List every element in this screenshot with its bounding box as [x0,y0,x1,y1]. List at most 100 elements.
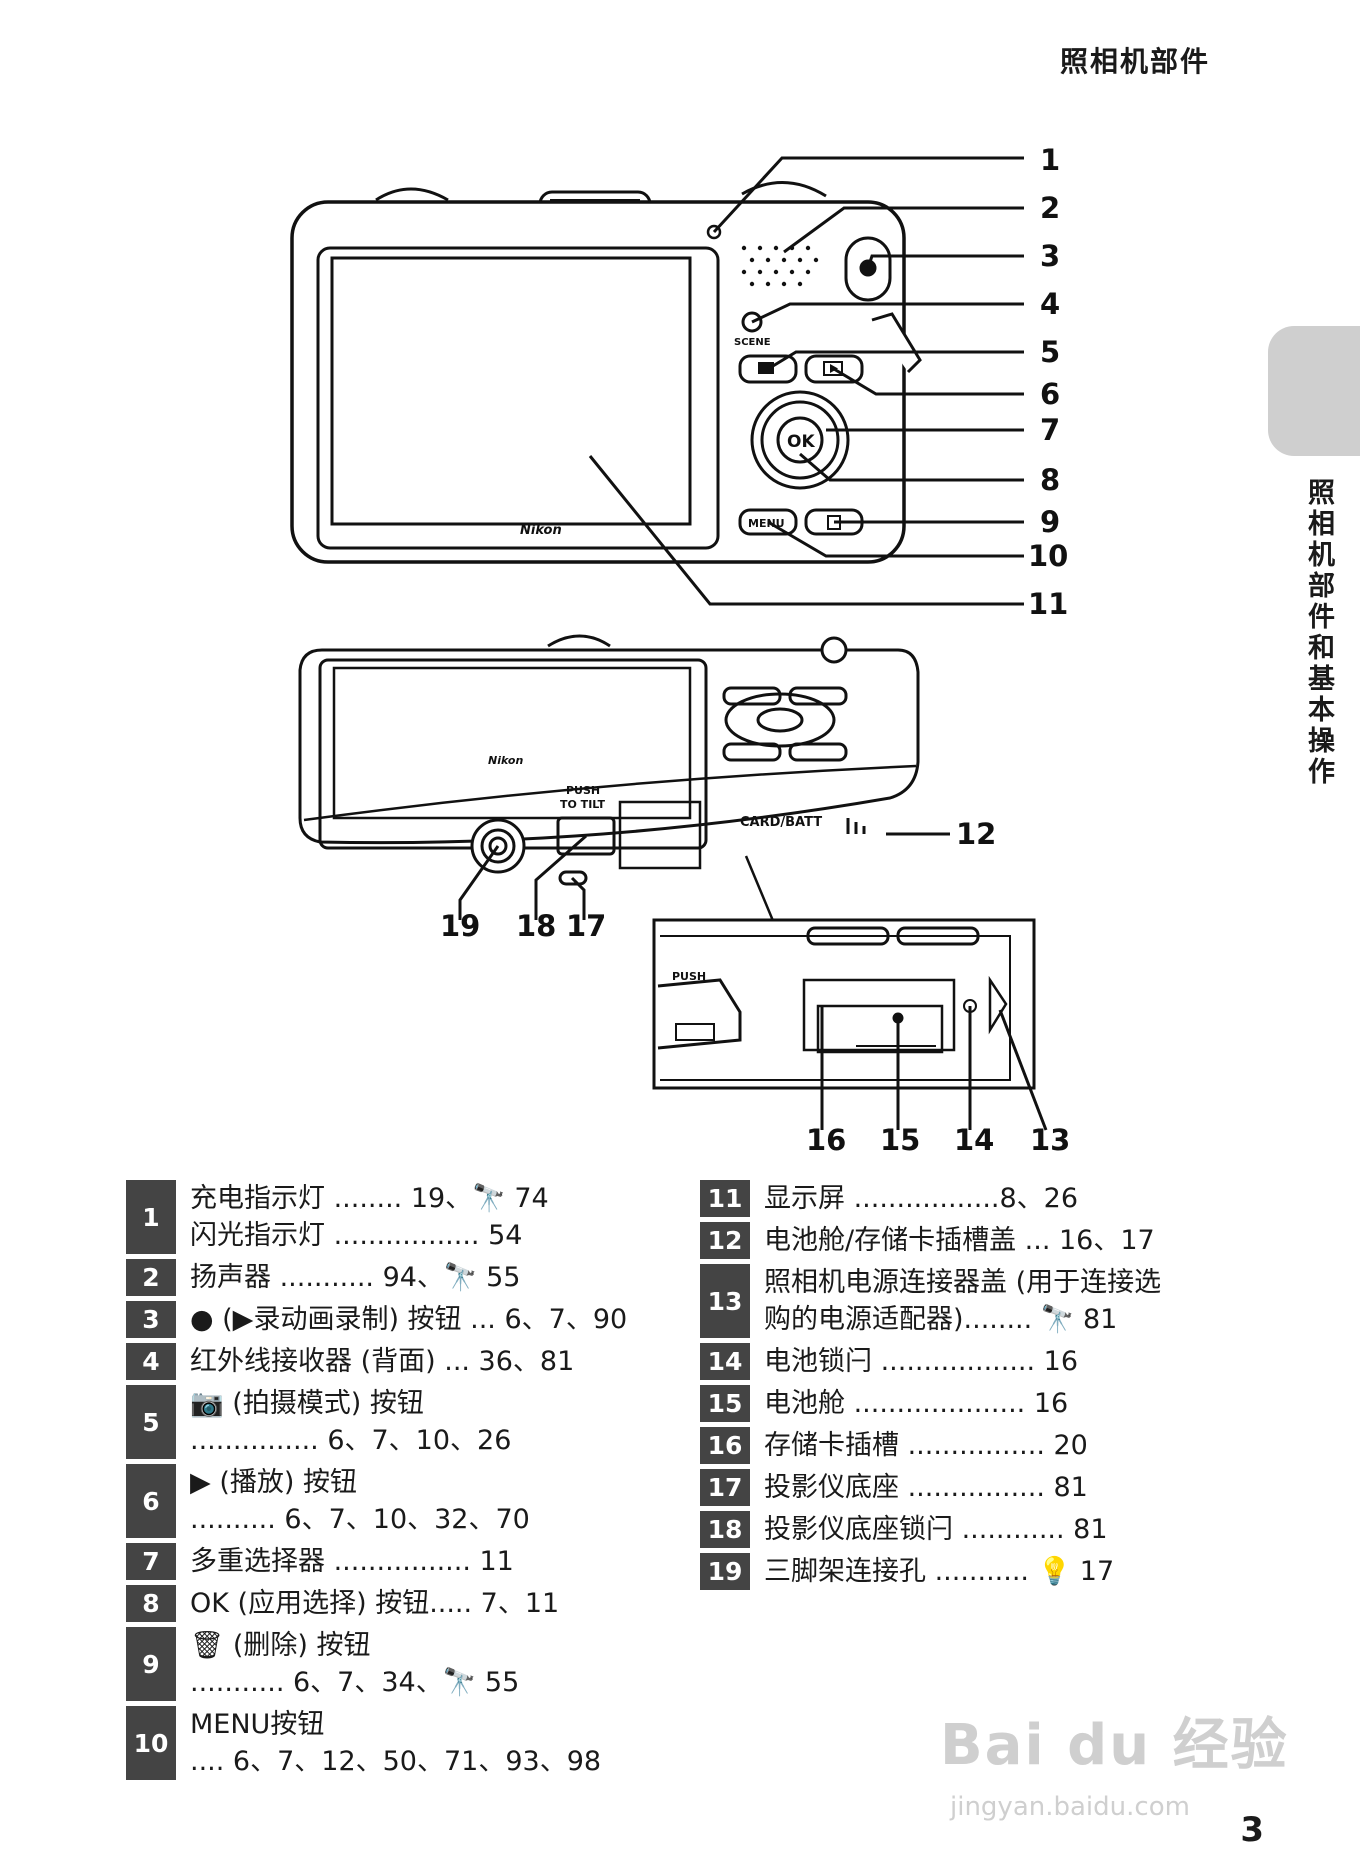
item-number: 14 [700,1343,750,1380]
callout-17: 17 [566,909,606,943]
item-text: 投影仪底座锁闩 ............ 81 [764,1514,1108,1545]
item-number: 8 [126,1585,176,1622]
list-item: 17 投影仪底座 ................ 81 [700,1469,1230,1506]
watermark-url: jingyan.baidu.com [950,1792,1190,1822]
watermark-logo: Bai du 经验 [940,1713,1289,1778]
item-number: 15 [700,1385,750,1422]
item-text: 🗑 (删除) 按钮 [190,1630,371,1661]
item-text: 电池舱 .................... 16 [764,1388,1069,1419]
item-text: 三脚架连接孔 ........... 💡 17 [764,1556,1115,1587]
ok-label: OK [787,432,815,452]
callouts-inset: 16 15 14 13 [806,1123,1070,1157]
scene-label: SCENE [734,337,771,348]
item-text: 红外线接收器 (背面) ... 36、81 [190,1346,575,1377]
callout-lines-bottom [458,832,950,920]
callout-4: 4 [1040,287,1060,321]
item-number: 7 [126,1543,176,1580]
item-number: 9 [126,1627,176,1701]
brand-logo-bottom: Nikon [488,754,523,767]
item-number: 19 [700,1553,750,1590]
list-item: 12 电池舱/存储卡插槽盖 ... 16、17 [700,1222,1230,1259]
callout-19: 19 [440,909,480,943]
item-text: .... 6、7、12、50、71、93、98 [190,1746,602,1777]
item-text: 充电指示灯 ........ 19、🔭 74 [190,1183,549,1214]
item-number: 18 [700,1511,750,1548]
item-text: ● (▶录动画录制) 按钮 ... 6、7、90 [190,1304,628,1335]
callout-15: 15 [880,1123,920,1157]
item-number: 17 [700,1469,750,1506]
list-item: 14 电池锁闩 .................. 16 [700,1343,1230,1380]
callout-12: 12 [956,817,996,851]
list-item: 10 MENU按钮 .... 6、7、12、50、71、93、98 [126,1706,656,1780]
callout-2: 2 [1040,191,1060,225]
item-text: 多重选择器 ................ 11 [190,1546,514,1577]
section-tab[interactable] [1268,326,1360,456]
item-text: 闪光指示灯 ................. 54 [190,1220,523,1251]
item-text: 电池锁闩 .................. 16 [764,1346,1079,1377]
callout-14: 14 [954,1123,994,1157]
battery-chamber-inset: PUSH [652,918,1036,1090]
callout-16: 16 [806,1123,846,1157]
list-item: 15 电池舱 .................... 16 [700,1385,1230,1422]
item-number: 16 [700,1427,750,1464]
section-tab-label: 照相机部件和基本操作 [1303,478,1334,788]
item-number: 3 [126,1301,176,1338]
item-number: 11 [700,1180,750,1217]
item-number: 1 [126,1180,176,1254]
camera-bottom-illustration: Nikon PUSH TO TILT CARD/BATT [298,634,920,930]
list-item: 2 扬声器 ........... 94、🔭 55 [126,1259,656,1296]
list-item: 18 投影仪底座锁闩 ............ 81 [700,1511,1230,1548]
item-text: 投影仪底座 ................ 81 [764,1472,1088,1503]
item-text: 存储卡插槽 ................ 20 [764,1430,1088,1461]
push-to-tilt-label-1: PUSH [566,784,600,797]
list-item: 8 OK (应用选择) 按钮..... 7、11 [126,1585,656,1622]
list-item: 7 多重选择器 ................ 11 [126,1543,656,1580]
callout-6: 6 [1040,377,1060,411]
list-item: 11 显示屏 .................8、26 [700,1180,1230,1217]
push-label-inset: PUSH [672,970,706,983]
list-item: 13 照相机电源连接器盖 (用于连接选 购的电源适配器)........ 🔭 8… [700,1264,1230,1338]
item-text: ▶ (播放) 按钮 [190,1467,357,1498]
brand-logo: Nikon [520,523,562,538]
item-number: 2 [126,1259,176,1296]
camera-back-illustration: Nikon SCENE OK MENU [290,181,922,564]
item-text: 显示屏 .................8、26 [764,1183,1079,1214]
callout-7: 7 [1040,413,1060,447]
callout-9: 9 [1040,505,1060,539]
callout-3: 3 [1040,239,1060,273]
callouts-top: 1 2 3 4 5 6 7 8 9 10 11 [1028,143,1068,621]
callout-8: 8 [1040,463,1060,497]
item-text: 照相机电源连接器盖 (用于连接选 [764,1267,1162,1298]
item-text: ............... 6、7、10、26 [190,1425,512,1456]
push-to-tilt-label-2: TO TILT [560,798,605,811]
item-text: OK (应用选择) 按钮..... 7、11 [190,1588,560,1619]
parts-list-right: 11 显示屏 .................8、26 12 电池舱/存储卡插… [700,1180,1230,1595]
callout-11: 11 [1028,587,1068,621]
callout-1: 1 [1040,143,1060,177]
camera-diagrams: Nikon SCENE OK MENU [290,143,1070,1157]
list-item: 19 三脚架连接孔 ........... 💡 17 [700,1553,1230,1590]
item-number: 6 [126,1464,176,1538]
callout-13: 13 [1030,1123,1070,1157]
callout-10: 10 [1028,539,1068,573]
item-text: 📷 (拍摄模式) 按钮 [190,1388,424,1419]
list-item: 5 📷 (拍摄模式) 按钮 ............... 6、7、10、26 [126,1385,656,1459]
item-number: 13 [700,1264,750,1338]
callout-5: 5 [1040,335,1060,369]
callout-lines-top [588,156,1024,606]
list-item: 6 ▶ (播放) 按钮 .......... 6、7、10、32、70 [126,1464,656,1538]
card-batt-label: CARD/BATT [740,815,822,830]
item-number: 10 [126,1706,176,1780]
item-text: ........... 6、7、34、🔭 55 [190,1667,520,1698]
list-item: 16 存储卡插槽 ................ 20 [700,1427,1230,1464]
parts-list-left: 1 充电指示灯 ........ 19、🔭 74 闪光指示灯 .........… [126,1180,656,1785]
callout-18: 18 [516,909,556,943]
list-item: 1 充电指示灯 ........ 19、🔭 74 闪光指示灯 .........… [126,1180,656,1254]
list-item: 9 🗑 (删除) 按钮 ........... 6、7、34、🔭 55 [126,1627,656,1701]
item-text: 扬声器 ........... 94、🔭 55 [190,1262,521,1293]
item-number: 5 [126,1385,176,1459]
list-item: 3 ● (▶录动画录制) 按钮 ... 6、7、90 [126,1301,656,1338]
page-number: 3 [1240,1810,1264,1850]
list-item: 4 红外线接收器 (背面) ... 36、81 [126,1343,656,1380]
item-text: 电池舱/存储卡插槽盖 ... 16、17 [764,1225,1155,1256]
